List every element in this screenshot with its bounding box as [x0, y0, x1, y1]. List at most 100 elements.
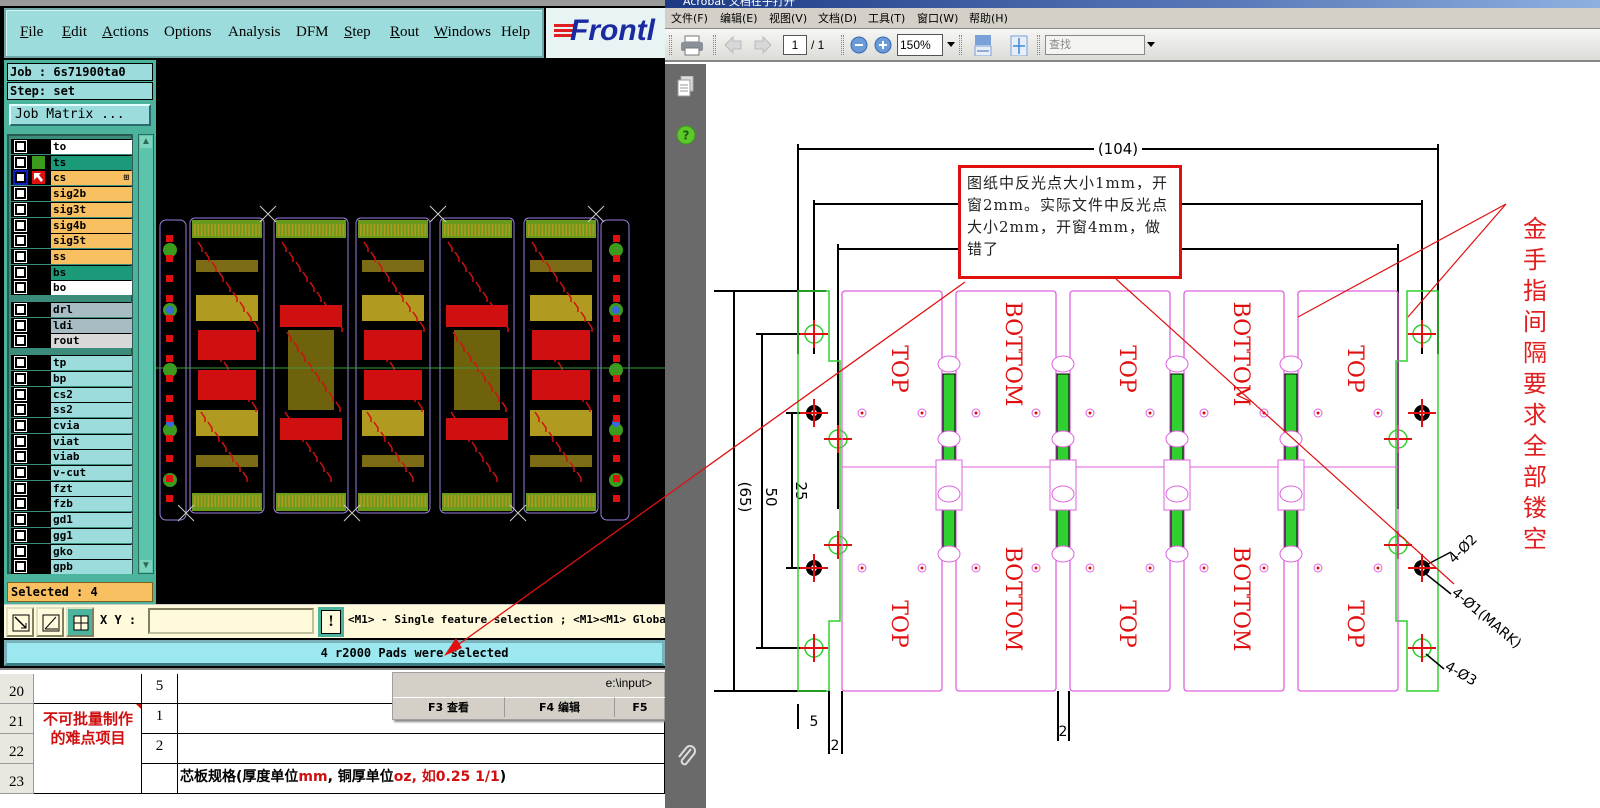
layer-name[interactable]: cs2	[51, 387, 132, 402]
row-header-21[interactable]: 21	[0, 704, 34, 734]
f4-edit-button[interactable]: F4 编辑	[505, 697, 615, 717]
fit-width-icon[interactable]	[973, 34, 993, 56]
layer-checkbox[interactable]	[14, 403, 27, 417]
acrobat-menu-item[interactable]: 编辑(E)	[720, 12, 758, 25]
layer-name[interactable]: ss2	[51, 403, 132, 418]
layer-row-v-cut[interactable]: v-cut	[11, 465, 132, 480]
zoom-dropdown-icon[interactable]	[947, 42, 955, 47]
layer-display-slot[interactable]	[32, 372, 45, 385]
page-number-input[interactable]: 1	[783, 35, 807, 55]
cell-d23[interactable]	[178, 764, 665, 794]
layer-row-bo[interactable]: bo	[11, 280, 132, 296]
layer-row-drl[interactable]: drl	[11, 302, 132, 317]
cell-b20[interactable]	[34, 674, 142, 704]
layer-row-gg1[interactable]: gg1	[11, 527, 132, 543]
layer-display-slot[interactable]	[32, 466, 45, 479]
layer-row-ts[interactable]: ts	[11, 154, 132, 170]
layer-display-slot[interactable]	[32, 388, 45, 401]
menu-analysis[interactable]: Analysis	[228, 24, 281, 40]
layer-checkbox[interactable]	[14, 497, 27, 511]
print-icon[interactable]	[679, 34, 705, 56]
layer-checkbox[interactable]	[14, 544, 27, 558]
fit-page-icon[interactable]	[1009, 34, 1029, 56]
layer-row-ss2[interactable]: ss2	[11, 402, 132, 418]
zoom-in-icon[interactable]	[873, 34, 893, 56]
scroll-up-icon[interactable]: ▲	[140, 136, 152, 148]
layer-row-ldi[interactable]: ldi	[11, 317, 132, 333]
find-input[interactable]: 查找	[1045, 35, 1145, 55]
layer-display-slot[interactable]	[32, 513, 45, 526]
row-header-23[interactable]: 23	[0, 764, 34, 794]
layer-row-sig5t[interactable]: sig5t	[11, 233, 132, 249]
layer-checkbox[interactable]	[14, 513, 27, 527]
layer-name[interactable]: ss	[51, 249, 132, 264]
layer-display-slot[interactable]	[32, 482, 45, 495]
layer-row-cs[interactable]: cs⊞	[11, 170, 132, 186]
layer-checkbox[interactable]	[14, 434, 27, 448]
layer-row-gpb[interactable]: gpb	[11, 559, 132, 575]
layer-name[interactable]: viab	[51, 450, 132, 465]
cell-b21-merged[interactable]	[34, 704, 142, 764]
f5-button[interactable]: F5	[615, 697, 666, 717]
row-header-20[interactable]: 20	[0, 674, 34, 704]
menu-help[interactable]: Help	[501, 24, 531, 40]
layer-row-cvia[interactable]: cvia	[11, 417, 132, 433]
layer-row-sig2b[interactable]: sig2b	[11, 186, 132, 202]
layer-display-slot[interactable]	[32, 450, 45, 463]
layer-display-slot[interactable]	[32, 250, 45, 263]
layer-checkbox[interactable]	[14, 560, 27, 574]
layer-display-indicator[interactable]	[32, 155, 45, 169]
layer-name[interactable]: drl	[51, 303, 132, 317]
layer-checkbox[interactable]	[14, 187, 27, 201]
acrobat-menu-item[interactable]: 窗口(W)	[917, 12, 959, 25]
layer-name[interactable]: rout	[51, 334, 132, 349]
layer-checkbox[interactable]	[13, 170, 28, 186]
menu-rout[interactable]: Rout	[390, 24, 420, 40]
layer-row-tp[interactable]: tp	[11, 355, 132, 371]
menu-edit[interactable]: Edit	[62, 24, 88, 40]
attachment-icon[interactable]	[675, 744, 697, 770]
layer-row-viab[interactable]: viab	[11, 449, 132, 465]
layer-row-sig4b[interactable]: sig4b	[11, 217, 132, 233]
layer-name[interactable]: bs	[51, 265, 132, 280]
layer-checkbox[interactable]	[14, 466, 27, 479]
acrobat-menu-item[interactable]: 帮助(H)	[969, 12, 1008, 25]
menu-step[interactable]: Step	[344, 24, 371, 40]
layer-checkbox[interactable]	[14, 387, 27, 401]
layer-row-bp[interactable]: bp	[11, 370, 132, 386]
menu-actions[interactable]: Actions	[102, 24, 149, 40]
layer-name[interactable]: sig5t	[51, 234, 132, 249]
layer-name[interactable]: bo	[51, 281, 132, 296]
menu-file[interactable]: File	[20, 24, 44, 40]
layer-checkbox[interactable]	[14, 303, 27, 316]
layer-row-rout[interactable]: rout	[11, 333, 132, 349]
layer-name[interactable]: ts	[51, 155, 132, 170]
cell-c23[interactable]	[142, 764, 178, 794]
layer-name[interactable]: fzt	[51, 481, 132, 496]
layer-checkbox[interactable]	[14, 202, 27, 216]
layer-name[interactable]: gpb	[51, 560, 132, 575]
menu-dfm[interactable]: DFM	[296, 24, 329, 40]
job-matrix-button[interactable]: Job Matrix ...	[9, 104, 151, 126]
acrobat-menu-item[interactable]: 文件(F)	[671, 12, 708, 25]
layer-display-slot[interactable]	[32, 187, 45, 200]
acrobat-menu-item[interactable]: 视图(V)	[769, 12, 808, 25]
cell-d22[interactable]	[178, 734, 665, 764]
layer-name[interactable]: cs⊞	[51, 171, 132, 186]
cell-c22[interactable]: 2	[142, 734, 178, 764]
layer-checkbox[interactable]	[14, 528, 27, 542]
grid-snap-button[interactable]	[66, 607, 94, 637]
layer-display-slot[interactable]	[32, 560, 45, 573]
layer-checkbox[interactable]	[14, 265, 27, 279]
layer-name[interactable]: tp	[51, 356, 132, 371]
layer-display-slot[interactable]	[32, 140, 45, 153]
alert-button[interactable]: !	[318, 607, 344, 637]
cell-c20[interactable]: 5	[142, 674, 178, 704]
pages-icon[interactable]	[677, 76, 695, 98]
layer-checkbox[interactable]	[14, 234, 27, 248]
layer-display-slot[interactable]	[32, 419, 45, 432]
layer-checkbox[interactable]	[14, 450, 27, 464]
find-dropdown-icon[interactable]	[1147, 42, 1155, 47]
xy-coordinate-input[interactable]	[148, 608, 314, 634]
layer-name[interactable]: ldi	[51, 318, 132, 333]
